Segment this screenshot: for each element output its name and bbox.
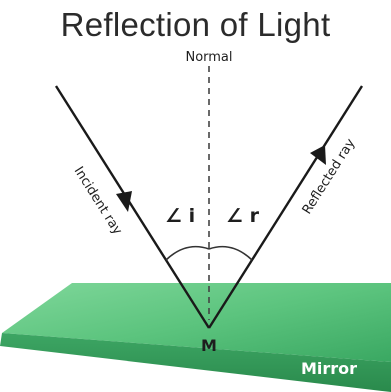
incident-ray-arrow xyxy=(116,191,132,212)
reflected-ray-line xyxy=(207,85,364,329)
point-m-label: M xyxy=(201,336,217,355)
angle-r-arc xyxy=(208,245,253,261)
angle-r-label: ∠ r xyxy=(226,205,260,227)
mirror-front-face xyxy=(0,333,391,392)
angle-i-arc xyxy=(165,245,210,261)
reflected-ray-arrow xyxy=(310,145,326,165)
angle-i-label: ∠ i xyxy=(165,205,195,227)
normal-label: Normal xyxy=(185,50,232,65)
reflected-ray-label: Reflected ray xyxy=(300,136,359,217)
incident-ray-line xyxy=(54,85,211,329)
incident-ray-label: Incident ray xyxy=(71,164,125,238)
mirror xyxy=(0,283,391,392)
diagram-title: Reflection of Light xyxy=(60,6,331,43)
mirror-top-surface xyxy=(2,283,391,362)
mirror-label: Mirror xyxy=(301,359,357,378)
